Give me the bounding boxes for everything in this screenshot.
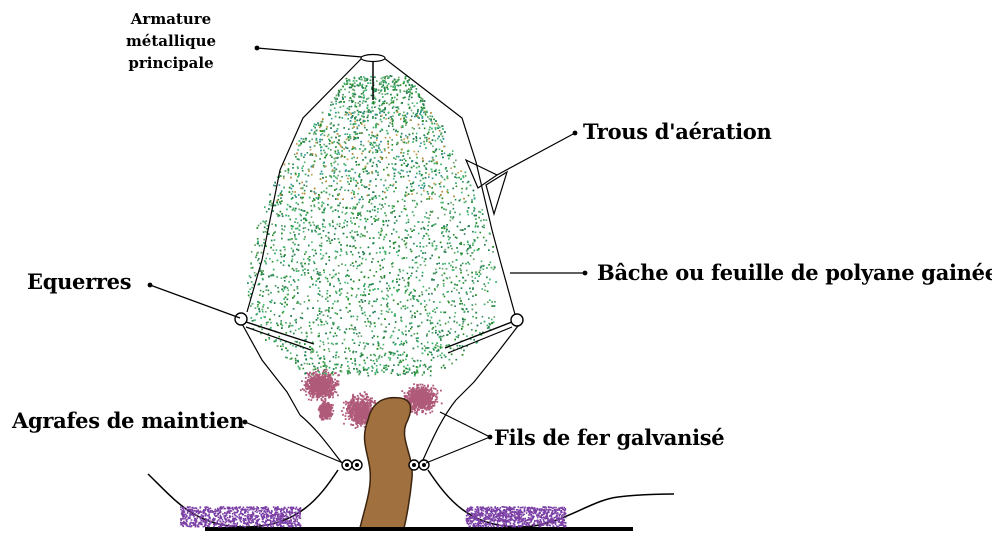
label-equerres: Equerres <box>27 271 131 292</box>
right-bracket-joint <box>511 314 523 326</box>
armature-cap <box>361 55 385 62</box>
label-agrafes: Agrafes de maintien <box>12 410 244 431</box>
right-bracket-inner <box>448 327 512 353</box>
left-wire <box>300 415 342 463</box>
label-armature-line3: principale <box>115 52 227 74</box>
left-bracket-inner <box>246 327 311 350</box>
label-armature-line2: métallique <box>115 30 227 52</box>
left-clips <box>342 460 362 470</box>
left-bracket-joint <box>235 313 247 325</box>
label-fils-fer: Fils de fer galvanisé <box>494 427 724 448</box>
label-trous-aeration: Trous d'aération <box>583 121 771 142</box>
right-bracket <box>445 322 512 348</box>
label-armature-line1: Armature <box>115 8 227 30</box>
label-armature: Armature métallique principale <box>115 8 227 74</box>
vine-foliage <box>247 75 497 377</box>
label-bache: Bâche ou feuille de polyane gainée <box>597 262 992 283</box>
right-clips <box>409 460 429 470</box>
